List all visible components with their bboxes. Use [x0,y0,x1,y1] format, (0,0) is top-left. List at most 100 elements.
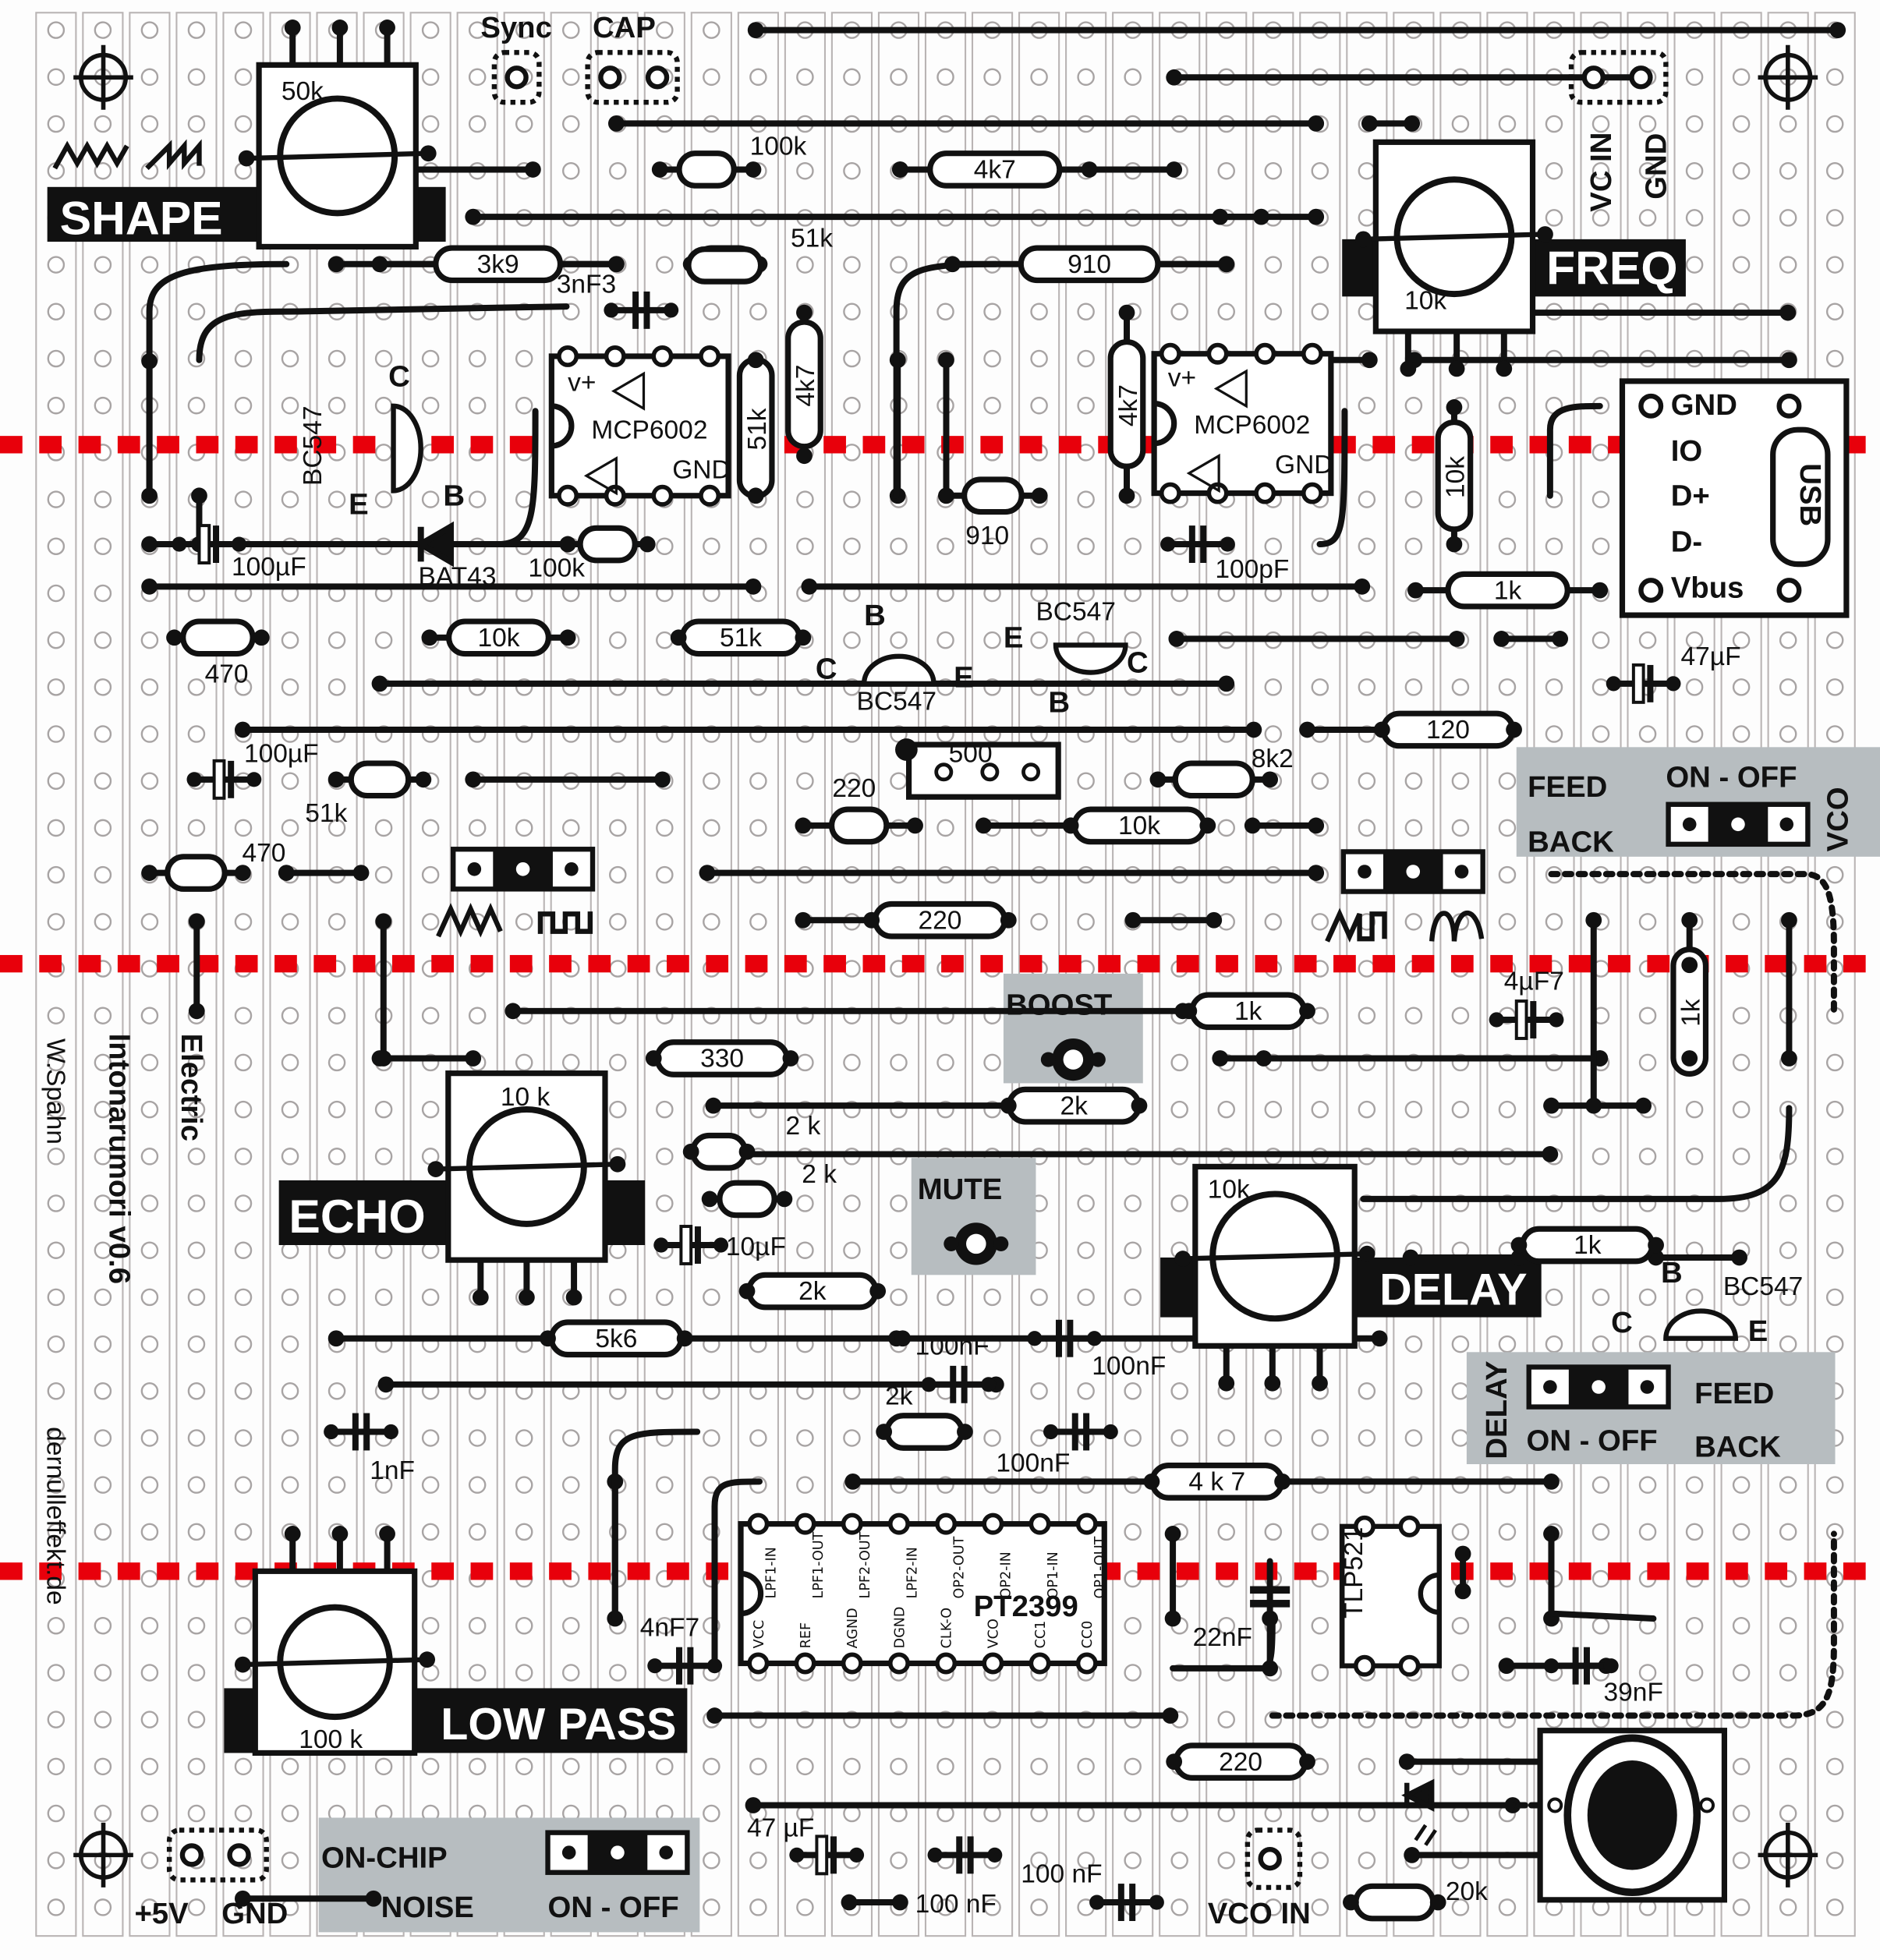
capacitor-plate-positive [197,524,211,565]
hole [1591,1523,1610,1541]
strip-cut-mark [1137,954,1160,973]
solder-point [1681,957,1698,974]
ic-pin [1029,1512,1051,1535]
hole [749,1851,767,1870]
hole [47,1851,65,1870]
hole [1358,302,1376,321]
hole [94,490,112,508]
hole [656,1148,674,1166]
title-line1: Electric [175,1034,208,1141]
pin-label: LPF2-OUT [858,1531,873,1598]
transistor-pin-label: B [864,599,886,632]
hole [234,678,253,696]
wire-link-curved [1316,408,1348,548]
bc547-q1-transistor [391,403,423,494]
strip-cut-mark [235,1562,258,1580]
sync-header-label: Sync [480,11,552,44]
strip-cut-mark [1176,954,1199,973]
hole [1685,115,1704,133]
led-light-rays-icon [1414,1824,1437,1846]
resistor-value: 2 k [786,1112,821,1141]
feedback-vco-side: VCO [1821,787,1854,851]
ic-pin [747,1512,770,1535]
copper-strip [316,12,358,1937]
solder-point [1218,256,1235,273]
capacitor-value: 100µF [244,739,319,768]
text-labels: Sync CAP VC IN GND +5V GND VCO IN SHAPE … [41,11,1855,1930]
vco-in-header-label: VCO IN [1208,1897,1311,1930]
strip-cut-mark [1019,954,1043,973]
hole [47,584,65,603]
pin-label: OP2-IN [999,1551,1014,1598]
transistor-pin-label: BC547 [299,406,327,486]
delay-feedback-title1: FEED [1694,1377,1774,1410]
hole [1545,537,1563,556]
strip-cut-mark [431,954,454,973]
hole [94,725,112,743]
hole [421,396,440,415]
hole [1498,396,1517,415]
hole [749,302,767,321]
capacitor-plate [643,291,650,329]
strip-cut-mark [235,436,258,454]
hole [703,772,720,791]
resistor-value: 1k [1574,1231,1602,1260]
solder-point [1543,1473,1560,1490]
opamp-symbol [583,456,618,496]
resistor [884,1413,965,1451]
resistor-value: 4k7 [1114,384,1143,426]
strip-cut-mark [1255,954,1278,973]
hole [1779,725,1797,743]
hole [1124,1382,1142,1400]
strip-cut-mark [1843,1562,1866,1580]
jumper-pin [1358,865,1372,879]
ic-notch [551,403,575,449]
hole [234,1804,253,1823]
hole [1358,490,1376,508]
solder-point [782,1050,799,1067]
ic-pin [604,345,626,367]
capacitor-plate [1129,1884,1136,1921]
hole [327,490,346,508]
hole [843,68,861,87]
hole [656,1476,674,1494]
solder-point [1404,1846,1421,1863]
sync-header [491,50,542,105]
hole [140,1711,159,1728]
hole [843,396,861,415]
hole [983,68,1001,87]
capacitor-value: 47 µF [747,1813,814,1842]
solder-point [1308,865,1325,881]
capacitor [647,1647,723,1685]
hole [1264,302,1283,321]
copper-strip [784,12,827,1937]
hole [421,865,440,884]
resistor-value: 330 [700,1045,744,1074]
hole [656,913,674,931]
hole [703,1429,720,1447]
hole [1591,1288,1610,1307]
hole [749,68,767,87]
hole [281,1804,299,1823]
hole [1358,772,1376,791]
hole [1124,1241,1142,1259]
hole [94,678,112,696]
strip-cut-mark [313,954,337,973]
solder-point [1402,1249,1419,1266]
strip-cut-mark [1726,954,1748,973]
hole [1030,1757,1048,1776]
hole [656,865,674,884]
strip-cut-mark [1686,1562,1709,1580]
ic-body [548,353,731,499]
capacitor-plate [1647,664,1654,702]
resistor-value: 51k [720,624,762,653]
capacitor-value: 100pF [1215,555,1289,584]
strip-cut-mark [117,1562,140,1580]
hole [890,1757,908,1776]
resistor-value: 4k7 [974,156,1016,185]
capacitor-plate [213,525,220,564]
solder-point [1361,115,1378,132]
hole [1825,865,1844,884]
hole [1779,161,1797,180]
solder-point [188,1003,205,1020]
